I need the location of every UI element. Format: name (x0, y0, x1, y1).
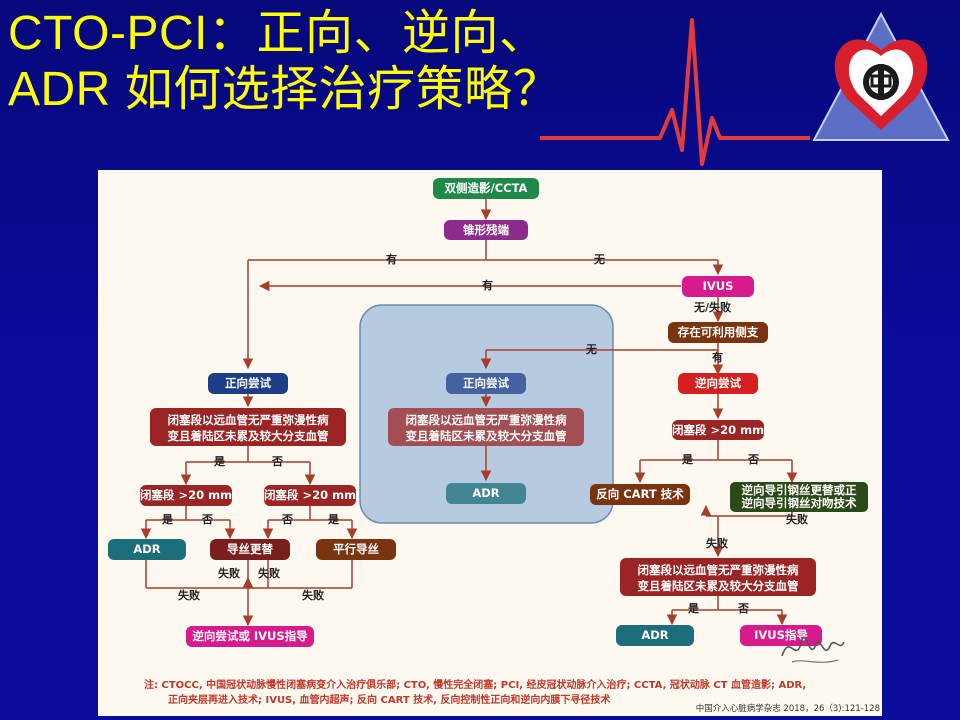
node-antegrade-left: 正向尝试 (208, 373, 288, 394)
edge-label-ivus-nofail: 无/失败 (693, 300, 731, 314)
svg-text:存在可利用侧支: 存在可利用侧支 (678, 325, 759, 339)
node-retro-or-ivus: 逆向尝试或 IVUS指导 (186, 626, 314, 647)
slide-title: CTO-PCI：正向、逆向、 ADR 如何选择治疗策略？ (8, 6, 698, 118)
edge-label-lesion-left-is: 是 (213, 455, 226, 468)
node-wire-swap-kissing: 逆向导引钢丝更替或正 逆向导引钢丝对吻技术 (730, 482, 868, 512)
node-bilateral-angiography: 双侧造影/CCTA (433, 178, 539, 199)
node-length-l2: 闭塞段 >20 mm (264, 485, 356, 506)
abbreviation-footnote: 注: CTOCC, 中国冠状动脉慢性闭塞病变介入治疗俱乐部; CTO, 慢性完全… (144, 678, 844, 708)
svg-text:逆向导引钢丝对吻技术: 逆向导引钢丝对吻技术 (742, 496, 857, 510)
edge-label-side-no: 无 (585, 343, 597, 356)
edge-label-len-l2-not: 否 (281, 513, 293, 526)
slide-title-line1: CTO-PCI：正向、逆向、 (8, 7, 548, 60)
slide-title-line2: ADR 如何选择治疗策略？ (8, 63, 562, 116)
svg-text:闭塞段 >20 mm: 闭塞段 >20 mm (140, 488, 232, 502)
edge-label-parallel-bottom-fail: 失败 (302, 588, 324, 602)
edge-label-lesion-right-is: 是 (687, 602, 700, 615)
svg-text:IVUS指导: IVUS指导 (754, 628, 808, 642)
edge-label-len-l1-is: 是 (161, 513, 174, 526)
svg-text:闭塞段以远血管无严重弥漫性病: 闭塞段以远血管无严重弥漫性病 (168, 413, 329, 427)
svg-text:反向 CART 技术: 反向 CART 技术 (596, 487, 684, 501)
node-adr-right: ADR (616, 625, 694, 646)
node-parallel-wire: 平行导丝 (316, 539, 396, 560)
node-lesion-left: 闭塞段以远血管无严重弥漫性病 变且着陆区未累及较大分支血管 (150, 408, 346, 446)
edge-label-len-right-is: 是 (681, 453, 694, 466)
footnote-line1: 注: CTOCC, 中国冠状动脉慢性闭塞病变介入治疗俱乐部; CTO, 慢性完全… (144, 680, 807, 691)
hospital-logo (812, 11, 950, 141)
edge-label-cart-fail: 失败 (706, 536, 728, 550)
svg-text:闭塞段以远血管无严重弥漫性病: 闭塞段以远血管无严重弥漫性病 (638, 563, 799, 577)
svg-text:闭塞段 >20 mm: 闭塞段 >20 mm (672, 423, 764, 437)
flow-edges (140, 199, 798, 627)
node-ivus: IVUS (682, 276, 754, 297)
svg-text:变且着陆区未累及较大分支血管: 变且着陆区未累及较大分支血管 (168, 429, 329, 443)
footnote-line2: 正向夹层再进入技术; IVUS, 血管内超声; 反向 CART 技术, 反向控制… (168, 695, 611, 706)
edge-label-len-l2-is: 是 (327, 513, 340, 526)
edge-label-stump-yes: 有 (386, 252, 397, 266)
svg-text:闭塞段以远血管无严重弥漫性病: 闭塞段以远血管无严重弥漫性病 (406, 413, 567, 427)
node-lesion-middle: 闭塞段以远血管无严重弥漫性病 变且着陆区未累及较大分支血管 (388, 408, 584, 446)
node-usable-collateral: 存在可利用侧支 (668, 322, 768, 343)
edge-label-len-right-not: 否 (747, 453, 759, 466)
edge-label-adr-left-fail: 失败 (178, 588, 200, 602)
svg-text:双侧造影/CCTA: 双侧造影/CCTA (444, 181, 528, 195)
svg-text:ADR: ADR (472, 486, 499, 500)
svg-text:正向尝试: 正向尝试 (225, 376, 271, 390)
node-lesion-right: 闭塞段以远血管无严重弥漫性病 变且着陆区未累及较大分支血管 (620, 558, 816, 596)
node-length-l1: 闭塞段 >20 mm (140, 485, 232, 506)
node-wire-swap: 导丝更替 (210, 539, 290, 560)
svg-text:导丝更替: 导丝更替 (227, 542, 273, 556)
svg-text:逆向尝试或 IVUS指导: 逆向尝试或 IVUS指导 (192, 629, 308, 643)
svg-text:逆向导引钢丝更替或正: 逆向导引钢丝更替或正 (742, 483, 857, 497)
svg-text:正向尝试: 正向尝试 (463, 376, 509, 390)
svg-text:平行导丝: 平行导丝 (333, 542, 379, 556)
node-tapered-stump: 锥形残端 (444, 220, 528, 240)
svg-text:ADR: ADR (133, 542, 160, 556)
edge-label-len-l1-not: 否 (201, 513, 213, 526)
node-adr-middle: ADR (446, 483, 526, 504)
svg-text:ADR: ADR (641, 628, 668, 642)
edge-label-lesion-left-not: 否 (271, 455, 283, 468)
flowchart-panel: 有 无 有 无/失败 无 有 是 否 失败 失败 是 否 是 否 是 否 否 是… (98, 170, 882, 716)
edge-label-wire-swap-fail: 失败 (218, 566, 240, 580)
svg-text:闭塞段 >20 mm: 闭塞段 >20 mm (264, 488, 356, 502)
edge-label-swap-fail: 失败 (786, 512, 808, 526)
edge-label-stump-no: 无 (593, 253, 605, 266)
edge-label-ivus-yes: 有 (482, 278, 493, 292)
svg-text:变且着陆区未累及较大分支血管: 变且着陆区未累及较大分支血管 (406, 429, 567, 443)
edge-label-side-yes: 有 (712, 350, 723, 364)
ecg-line-decoration (540, 18, 810, 166)
node-reverse-cart: 反向 CART 技术 (590, 484, 690, 505)
svg-text:IVUS: IVUS (703, 279, 734, 293)
svg-text:逆向尝试: 逆向尝试 (695, 376, 741, 390)
node-length-right: 闭塞段 >20 mm (672, 420, 764, 440)
svg-text:锥形残端: 锥形残端 (463, 223, 509, 237)
journal-citation: 中国介入心脏病学杂志 2018，26（3):121-128 (695, 704, 880, 714)
svg-text:变且着陆区未累及较大分支血管: 变且着陆区未累及较大分支血管 (638, 579, 799, 593)
node-antegrade-middle: 正向尝试 (446, 373, 526, 394)
flowchart: 有 无 有 无/失败 无 有 是 否 失败 失败 是 否 是 否 是 否 否 是… (108, 178, 868, 647)
node-retrograde: 逆向尝试 (678, 373, 758, 394)
edge-label-lesion-right-not: 否 (737, 602, 749, 615)
edge-label-parallel-fail: 失败 (258, 566, 280, 580)
signature-decoration (781, 636, 845, 663)
node-adr-left: ADR (108, 539, 186, 560)
